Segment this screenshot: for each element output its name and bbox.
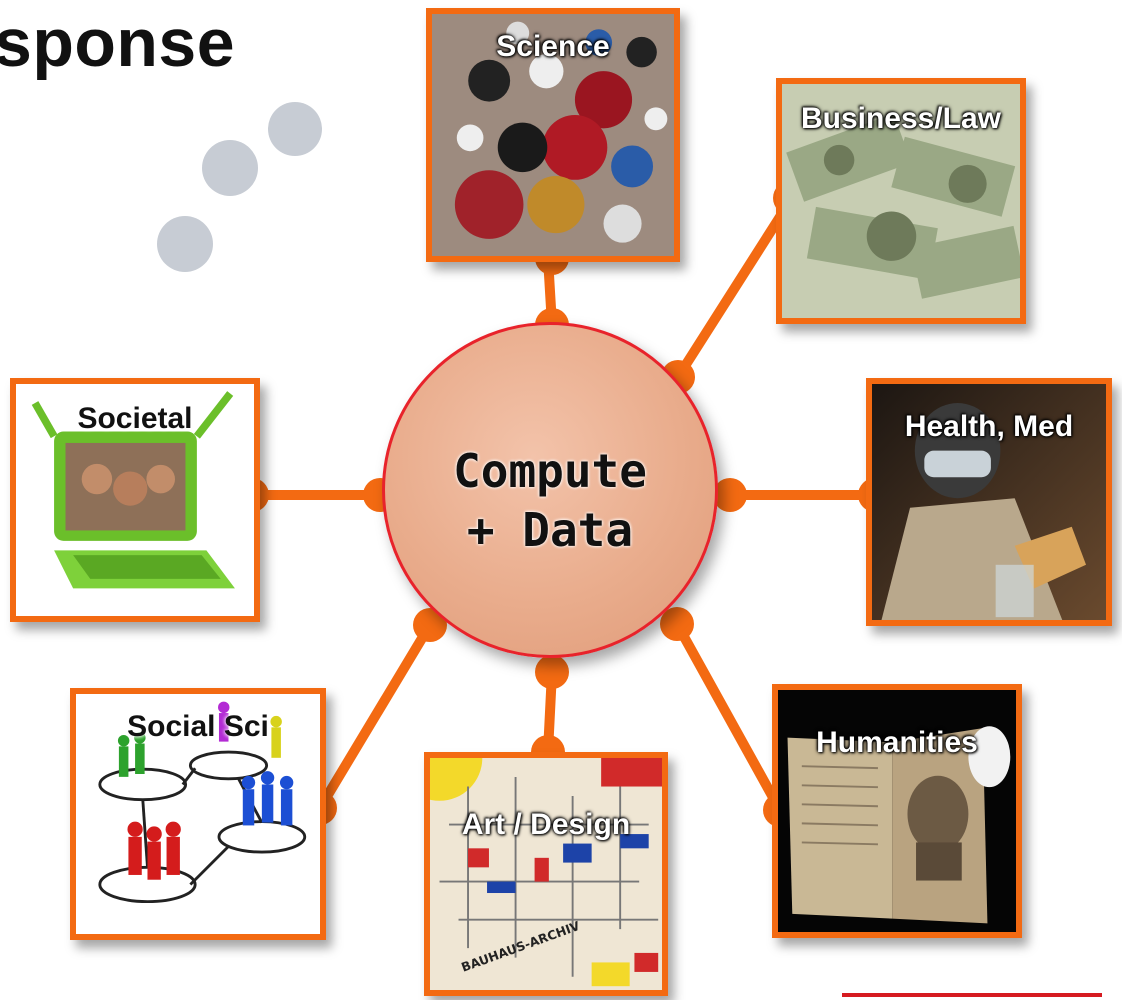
panel-humanities: Humanities (772, 684, 1022, 938)
panel-societal: Societal (10, 378, 260, 622)
hub-line-2: + Data (466, 503, 634, 557)
panel-science: Science (426, 8, 680, 262)
label-art: Art / Design (461, 808, 631, 841)
decor-dot-large (268, 102, 322, 156)
bauhaus-image: BAUHAUS-ARCHIV (430, 758, 662, 990)
panel-social: Social Sci (70, 688, 326, 940)
label-societal: Societal (77, 402, 193, 435)
connector-humanities (672, 619, 785, 815)
label-humanities: Humanities (816, 726, 978, 759)
decor-dot-small (157, 216, 213, 272)
panel-business: Business/Law (776, 78, 1026, 324)
label-health: Health, Med (904, 410, 1074, 443)
footer-accent-line (842, 993, 1102, 997)
node-health-inner (713, 478, 747, 512)
node-humanities-inner (660, 607, 694, 641)
page-title: sponse (0, 5, 236, 81)
lab-image (872, 384, 1106, 620)
label-business: Business/Law (800, 102, 1002, 135)
label-science: Science (496, 30, 610, 63)
node-art-inner (535, 655, 569, 689)
money-image (782, 84, 1020, 318)
decor-dot-medium (202, 140, 258, 196)
label-social: Social Sci (127, 710, 269, 743)
laptop-image (16, 384, 254, 616)
central-hub: Compute + Data (382, 322, 718, 658)
connector-social (315, 620, 435, 813)
network-image (76, 694, 320, 934)
hub-line-1: Compute (453, 444, 647, 498)
panel-art: BAUHAUS-ARCHIV Art / Design (424, 752, 668, 996)
connector-business (673, 193, 797, 382)
panel-health: Health, Med (866, 378, 1112, 626)
book-image (778, 690, 1016, 932)
molecule-image (432, 14, 674, 256)
